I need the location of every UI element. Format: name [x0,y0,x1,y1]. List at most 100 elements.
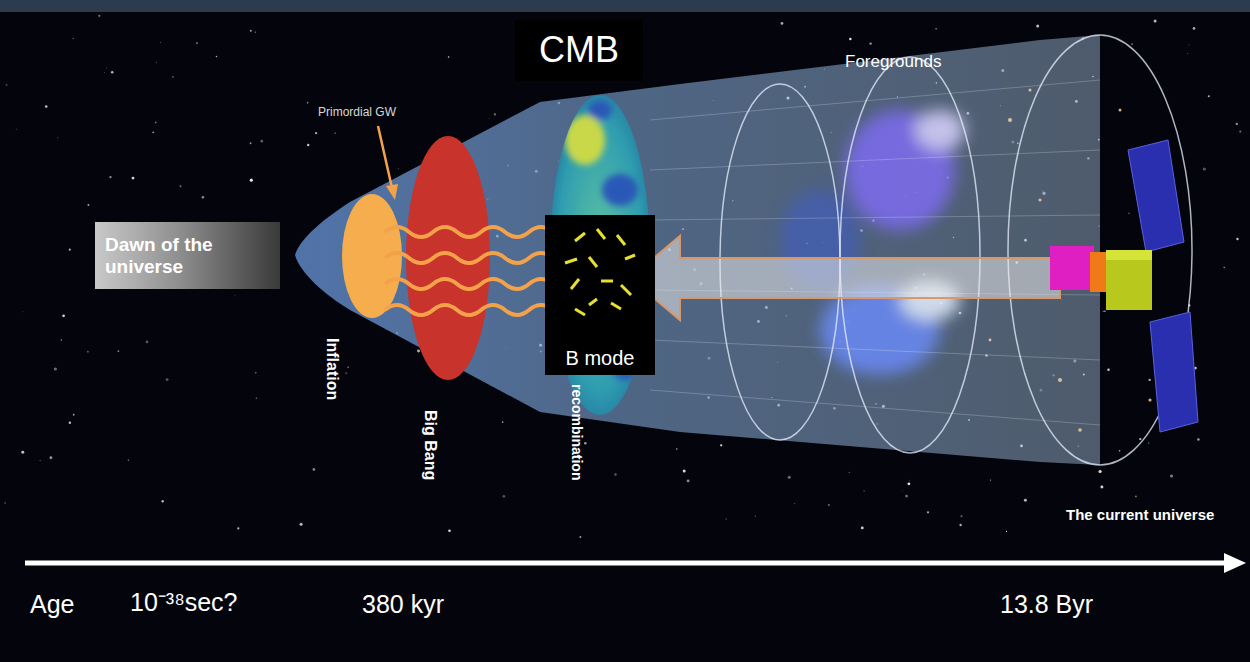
star-dot [927,511,929,513]
star-dot [1104,310,1106,312]
star-dot [61,339,62,340]
star-dot [160,42,162,44]
polarization-dash [625,255,635,259]
polarization-dash [589,257,597,267]
star-dot [1006,531,1007,532]
star-dot [687,479,690,482]
star-dot [345,372,347,374]
star-dot [1223,267,1224,268]
star-dot [307,102,309,104]
star-dot [1036,24,1039,27]
star-dot [1236,238,1238,240]
star-dot [255,32,256,33]
star-dot [1188,44,1190,46]
star-dot [118,350,120,352]
star-dot [104,72,105,73]
polarization-dash [611,303,621,309]
star-dot [869,42,871,44]
star-dot [106,67,108,69]
star-dot [202,196,204,198]
star-dot [961,515,963,517]
star-dot [1197,438,1199,440]
wave-label: Primordial GW [318,106,396,120]
star-dot [62,314,65,317]
star-dot [1149,379,1151,381]
star-dot [676,448,678,450]
star-dot [1024,499,1027,502]
star-dot [161,500,163,502]
star-dot [905,495,908,498]
star-dot [87,204,89,206]
polarization-dash [601,280,613,283]
star-dot [237,527,239,529]
star-dot [908,479,910,481]
star-dot [788,476,791,479]
star-dot [315,132,317,134]
star-dot [1139,438,1141,440]
star-dot [863,490,864,491]
star-dot [907,482,910,485]
star-dot [1208,95,1210,97]
star-dot [1170,474,1173,477]
star-dot [234,295,235,296]
cmb-label-box: CMB [515,20,643,81]
star-dot [935,28,937,30]
star-dot [111,71,114,74]
star-dot [683,470,686,473]
star-dot [250,179,253,182]
star-dot [502,421,504,423]
star-dot [128,460,129,461]
star-dot [1135,496,1137,498]
star-dot [45,105,48,108]
star-dot [1203,167,1206,170]
star-dot [166,378,169,381]
star-dot [260,140,263,143]
star-dot [781,22,784,25]
star-dot [503,495,506,498]
star-dot [1119,450,1121,452]
star-dot [156,61,158,63]
star-dot [417,350,420,353]
star-dot [250,30,252,32]
star-dot [398,168,400,170]
node-text: CMB [539,30,619,70]
age-value: 380 kyr [362,590,444,619]
age-value: 10⁻³⁸sec? [130,588,238,617]
epoch-label: Inflation [323,338,341,400]
star-dot [49,456,52,459]
star-dot [155,122,157,124]
b-mode-box: B mode [545,215,655,375]
dawn-box: Dawn of the universe [95,222,280,289]
star-dot [6,84,8,86]
star-dot [146,341,149,344]
star-dot [1148,442,1149,443]
epoch-label: recombination [569,384,585,480]
star-dot [73,414,75,416]
star-dot [828,504,830,506]
star-dot [755,516,756,517]
polarization-dash [617,235,625,245]
star-dot [448,530,451,533]
polarization-dash [589,299,597,305]
star-dot [216,56,217,57]
star-dot [73,38,74,39]
star-dot [15,128,17,130]
star-dot [448,56,450,58]
star-dot [313,468,316,471]
star-dot [109,176,111,178]
star-dot [861,526,864,529]
star-dot [1128,212,1130,214]
polarization-dash [571,279,579,289]
star-dot [180,185,182,187]
polarization-dash [621,285,631,295]
star-dot [87,351,89,353]
star-dot [21,451,24,454]
star-dot [902,490,904,492]
star-dot [959,524,962,527]
region-label: Foregrounds [845,52,941,72]
star-dot [196,42,198,44]
star-dot [990,480,991,481]
star-dot [57,137,58,138]
star-dot [307,144,310,147]
polarization-dash [575,309,585,315]
